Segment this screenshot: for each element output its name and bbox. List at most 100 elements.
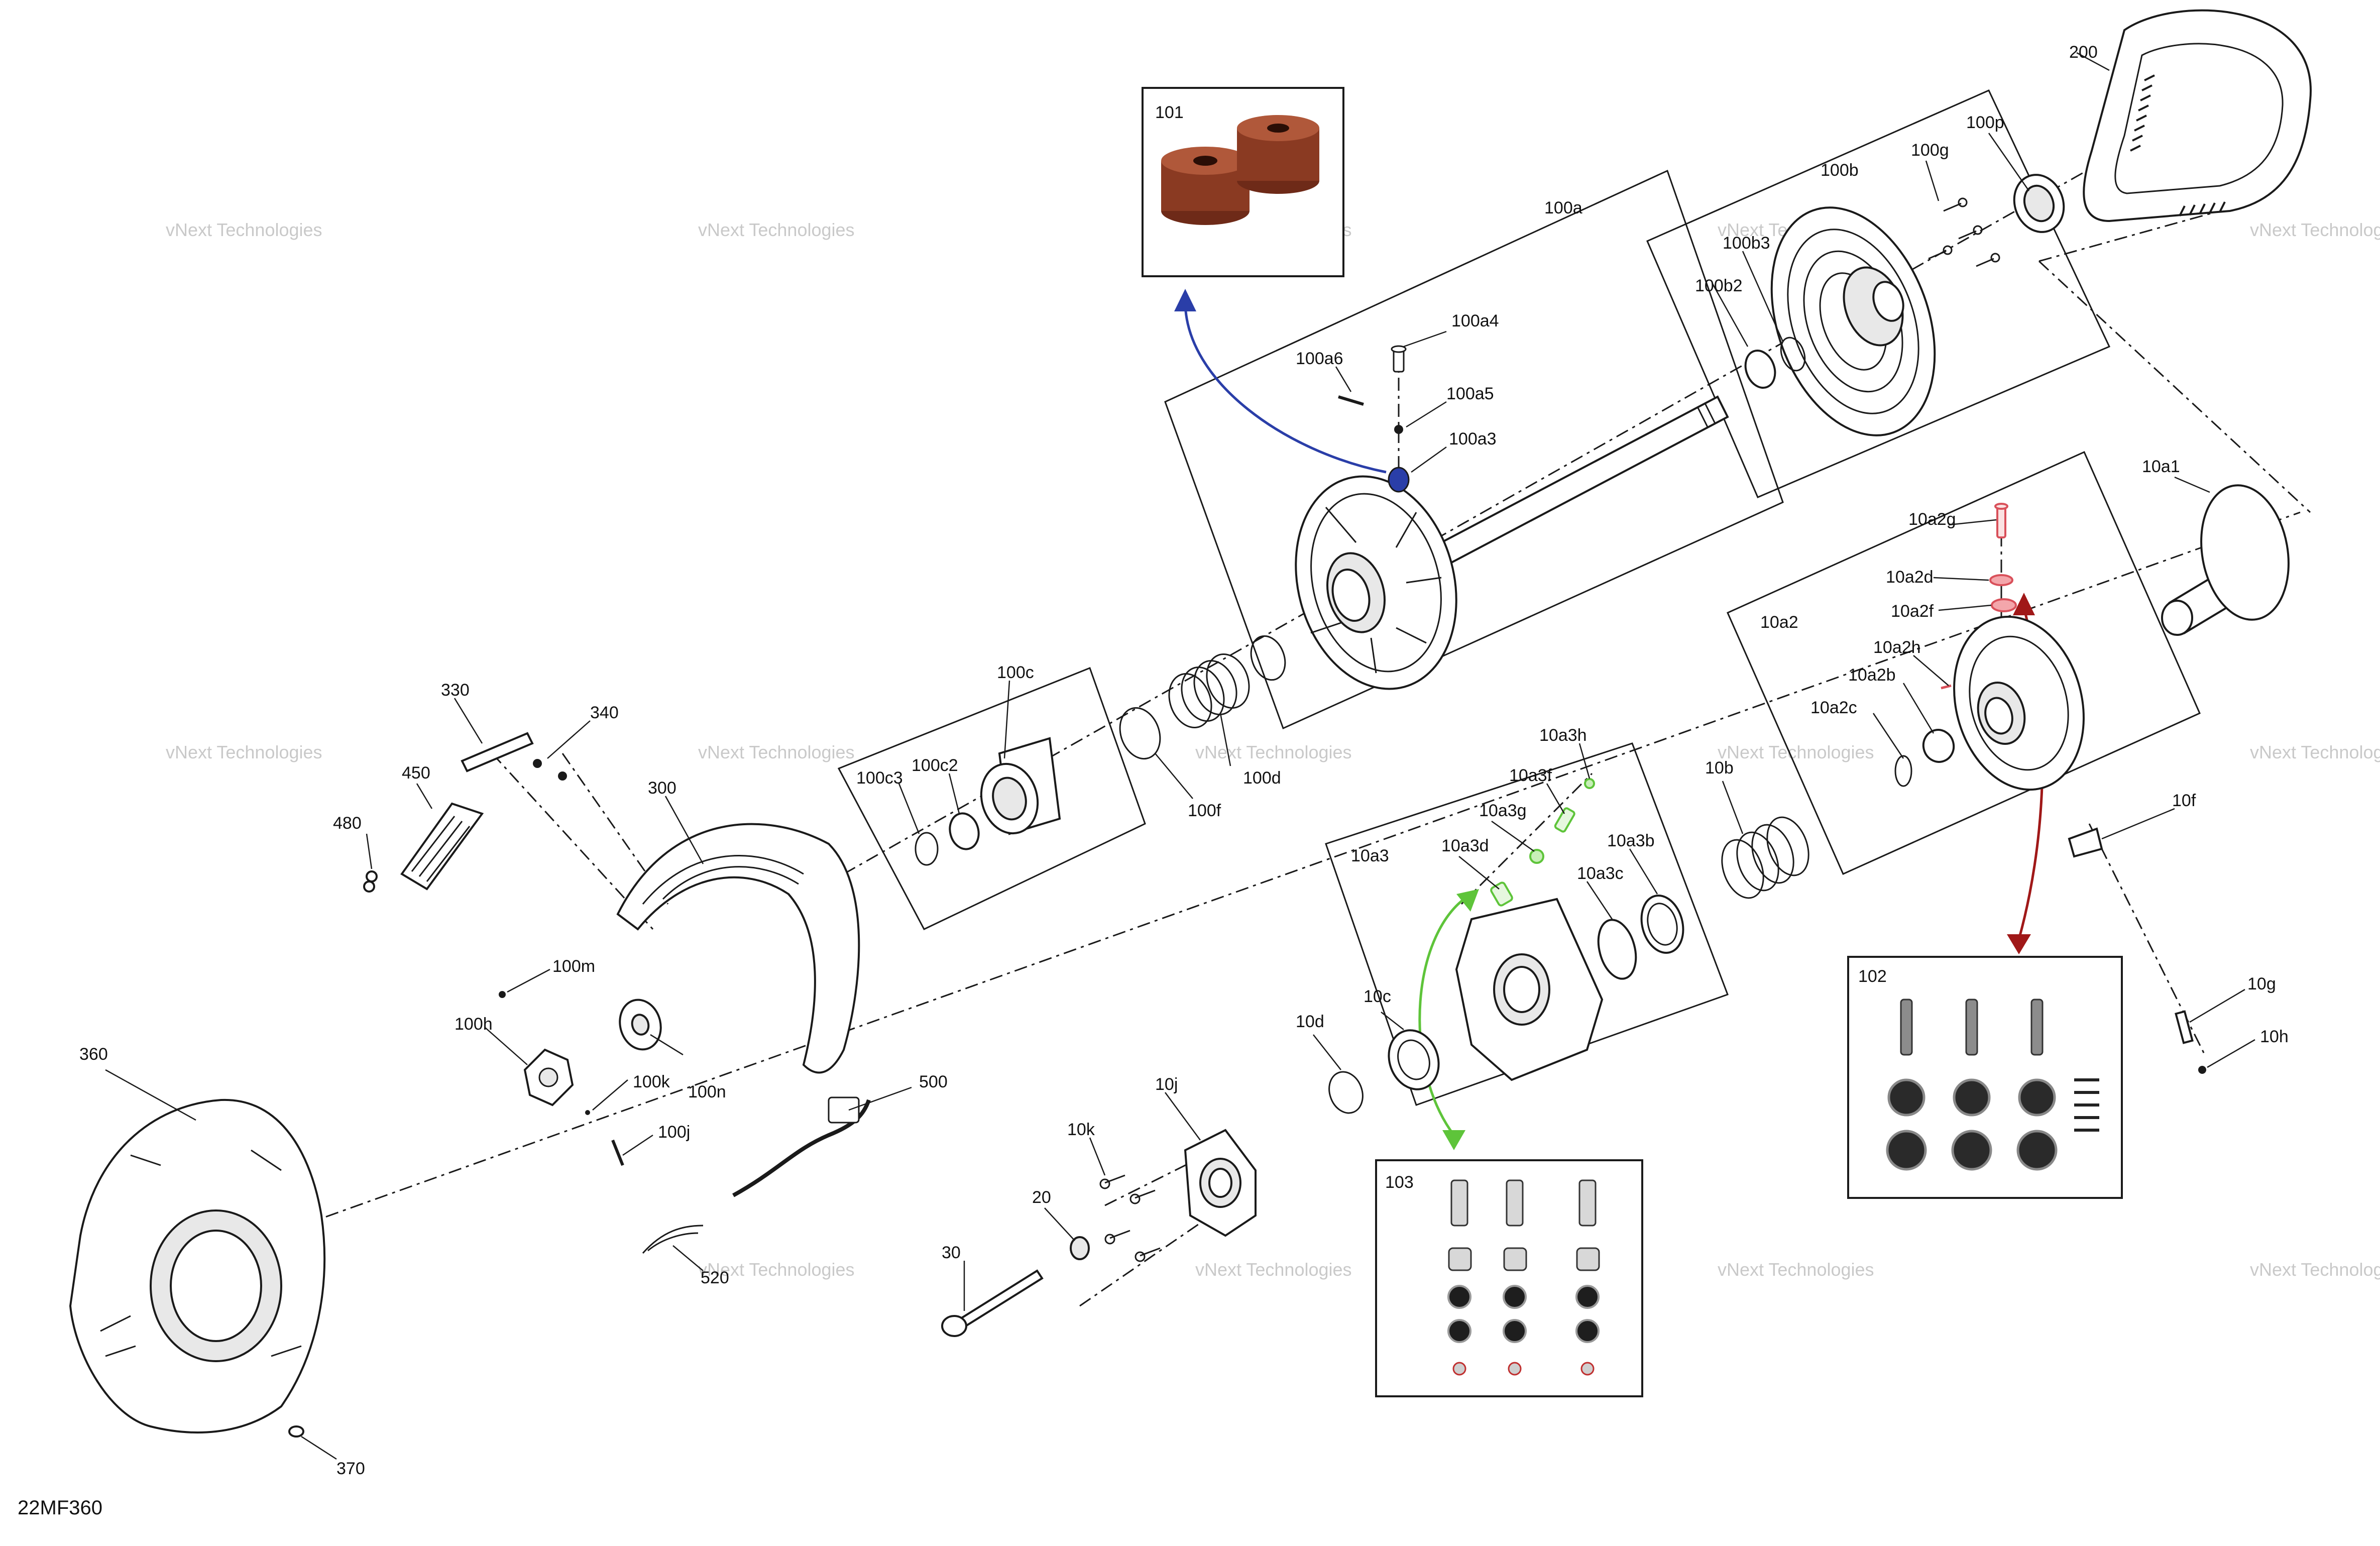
label-100g: 100g <box>1911 141 1949 160</box>
red-arrowhead-icon <box>2007 934 2031 954</box>
label-520: 520 <box>701 1268 729 1287</box>
label-330: 330 <box>441 681 470 700</box>
part-100b-sheave <box>1770 206 1936 436</box>
label-100a5: 100a5 <box>1446 384 1494 403</box>
part-100a6-pin <box>1338 395 1364 406</box>
part-10a3-cam <box>1455 898 1604 1081</box>
part-10h-clip <box>2198 1066 2206 1074</box>
label-10a2d: 10a2d <box>1886 568 1934 587</box>
part-100a5-washer <box>1394 425 1403 434</box>
watermark: vNext Technologies <box>698 742 855 762</box>
part-10d-ring <box>1328 1071 1364 1114</box>
part-100k-pin <box>585 1110 590 1115</box>
watermark: vNext Technologies <box>1195 1259 1352 1280</box>
label-10f: 10f <box>2172 791 2196 810</box>
label-10a3h: 10a3h <box>1539 726 1587 745</box>
part-450-plate <box>400 802 484 891</box>
label-100b: 100b <box>1821 161 1859 180</box>
label-100a3: 100a3 <box>1449 429 1497 449</box>
label-10h: 10h <box>2260 1027 2289 1046</box>
green-callout-line <box>1418 893 1472 1136</box>
diagram-code: 22MF360 <box>18 1497 102 1519</box>
part-10a2b-bushing <box>1922 729 1955 763</box>
inset-102: 102 <box>1847 956 2123 1199</box>
part-100c-cam <box>980 737 1061 835</box>
part-100a3-roller <box>1388 467 1410 493</box>
inset-101: 101 <box>1142 87 1344 277</box>
label-370: 370 <box>336 1459 365 1478</box>
label-10d: 10d <box>1296 1012 1324 1031</box>
part-520-clip <box>642 1225 704 1254</box>
part-100j-bolt <box>611 1139 624 1166</box>
blue-callout-line <box>1184 301 1387 474</box>
watermark: vNext Technologies <box>2250 742 2380 762</box>
label-100m: 100m <box>552 957 595 976</box>
watermark: vNext Technologies <box>1718 1259 1874 1280</box>
green-arrowhead-icon <box>1456 889 1479 912</box>
part-10a2g-pin <box>1994 503 2008 538</box>
label-10a2f: 10a2f <box>1891 602 1934 621</box>
label-10a2g: 10a2g <box>1908 510 1956 529</box>
part-10g-pin <box>2175 1010 2194 1044</box>
label-340: 340 <box>590 703 619 722</box>
label-10k: 10k <box>1067 1120 1095 1139</box>
part-480-nuts <box>363 870 378 893</box>
part-30-bolt <box>941 1269 1044 1337</box>
label-100b2: 100b2 <box>1695 276 1743 295</box>
part-100h-nut <box>523 1048 574 1107</box>
part-20-washer <box>1070 1236 1090 1260</box>
inset-103: 103 <box>1375 1159 1643 1397</box>
label-10b: 10b <box>1705 758 1734 778</box>
label-10a2h: 10a2h <box>1873 638 1921 657</box>
watermark: vNext Technologies <box>2250 219 2380 240</box>
part-340-screws <box>533 759 567 781</box>
label-100b3: 100b3 <box>1723 234 1770 253</box>
label-102: 102 <box>1858 967 1887 986</box>
label-100c: 100c <box>997 663 1034 682</box>
label-100f: 100f <box>1188 801 1221 820</box>
part-10c-bearing <box>1388 1029 1440 1090</box>
part-100c3-ring <box>915 832 939 866</box>
part-100p-bearing <box>2013 174 2065 233</box>
blue-arrowhead-icon <box>1174 289 1196 311</box>
watermark: vNext Technologies <box>2250 1259 2380 1280</box>
label-30: 30 <box>942 1243 961 1262</box>
label-10a3g: 10a3g <box>1479 801 1527 820</box>
label-360: 360 <box>79 1045 108 1064</box>
label-500: 500 <box>919 1072 948 1091</box>
part-10f-slider <box>2068 827 2103 858</box>
part-10a2f-washer <box>1991 598 2017 612</box>
part-360-housing <box>69 1098 326 1433</box>
watermark: vNext Technologies <box>1718 742 1874 762</box>
part-100b2-bushing <box>1744 350 1776 389</box>
part-100c2-bushing <box>949 812 980 850</box>
label-10a2c: 10a2c <box>1810 698 1857 717</box>
label-101: 101 <box>1155 103 1184 122</box>
part-10a3d-roller <box>1490 881 1513 907</box>
label-10a3f: 10a3f <box>1509 766 1552 785</box>
label-10a3d: 10a3d <box>1441 836 1489 855</box>
group-box-100a <box>1164 169 1784 730</box>
group-box-100c <box>837 667 1146 930</box>
label-100a: 100a <box>1544 198 1582 217</box>
part-500-harness <box>732 1096 871 1197</box>
label-100c3: 100c3 <box>856 768 903 788</box>
label-20: 20 <box>1032 1188 1051 1207</box>
watermark: vNext Technologies <box>698 219 855 240</box>
part-10j-hub <box>1184 1129 1257 1237</box>
part-10k-bolts <box>1099 1174 1161 1262</box>
label-10g: 10g <box>2247 974 2276 993</box>
group-boxes <box>837 89 2201 1106</box>
label-100a6: 100a6 <box>1296 349 1343 368</box>
label-10a1: 10a1 <box>2142 457 2180 476</box>
part-100g-screws <box>1928 197 2000 267</box>
label-100a4: 100a4 <box>1451 311 1499 330</box>
part-300-cover <box>616 823 860 1074</box>
part-10a3g-washer <box>1529 849 1544 864</box>
label-480: 480 <box>333 814 362 833</box>
label-100j: 100j <box>658 1123 690 1142</box>
label-10a2b: 10a2b <box>1848 666 1896 685</box>
part-10a2h-pin <box>1941 684 1952 690</box>
part-10a2c-ring <box>1894 755 1912 787</box>
